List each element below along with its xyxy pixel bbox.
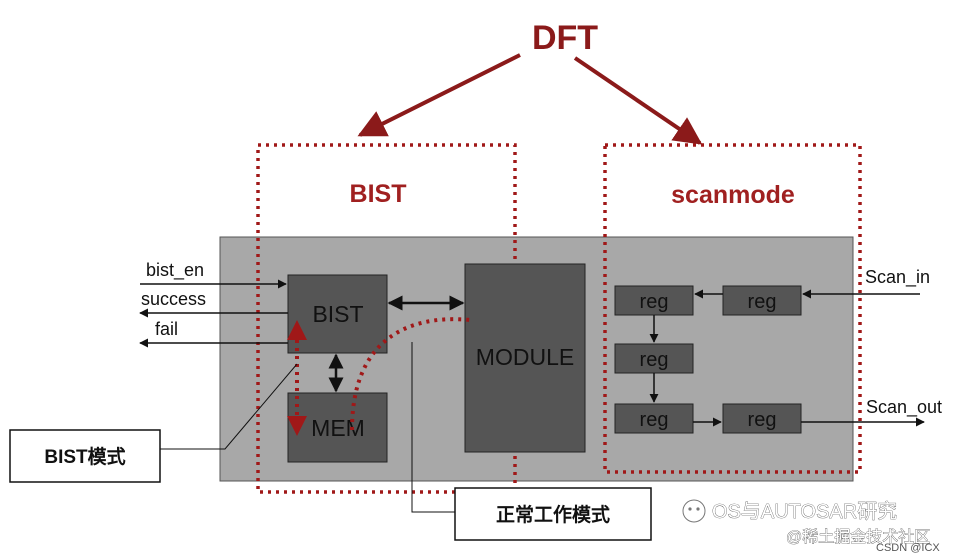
normal-mode-label: 正常工作模式	[496, 503, 610, 526]
scan-out-label: Scan_out	[866, 397, 942, 418]
bist-mode-box	[9, 429, 161, 483]
reg-block-1-label: reg	[640, 291, 669, 313]
normal-mode-path	[350, 317, 471, 431]
wechat-eye-left-icon	[688, 507, 692, 511]
bist-mode-label: BIST模式	[44, 445, 125, 468]
scanmode-section-label: scanmode	[671, 181, 795, 209]
normal-mode-box	[454, 487, 652, 541]
bist-mode-leader	[160, 363, 298, 450]
success-label: success	[141, 289, 206, 309]
watermark-line2: @稀土掘金技术社区	[786, 528, 930, 546]
dft-to-scanmode-arrow	[573, 56, 703, 145]
bist-section-box	[256, 143, 517, 494]
normal-mode-leader	[411, 342, 455, 513]
reg-block-2-label: reg	[748, 291, 777, 313]
reg-block-4-label: reg	[640, 409, 669, 431]
reg-block-5	[722, 403, 802, 434]
wechat-eye-right-icon	[696, 507, 700, 511]
bist-block-label: BIST	[312, 301, 363, 327]
watermark-line3: CSDN @ICX	[876, 542, 940, 553]
scanmode-section-box	[603, 143, 862, 474]
fail-label: fail	[155, 319, 178, 339]
bist-en-label: bist_en	[146, 260, 204, 281]
diagram-title: DFT	[532, 19, 598, 57]
dft-to-bist-arrow	[357, 53, 521, 137]
watermark: OS与AUTOSAR研究 @稀土掘金技术社区 CSDN @ICX	[682, 499, 940, 554]
bist-section-label: BIST	[350, 180, 407, 208]
watermark-line1: OS与AUTOSAR研究	[712, 500, 897, 523]
module-block-label: MODULE	[476, 344, 574, 370]
reg-block-4	[614, 403, 694, 434]
reg-block-3	[614, 343, 694, 374]
reg-block-5-label: reg	[748, 409, 777, 431]
wechat-icon	[682, 499, 706, 523]
reg-block-2	[722, 285, 802, 316]
mem-block-label: MEM	[311, 415, 365, 441]
reg-block-3-label: reg	[640, 349, 669, 371]
scan-in-label: Scan_in	[865, 267, 930, 288]
module-block	[464, 263, 586, 453]
